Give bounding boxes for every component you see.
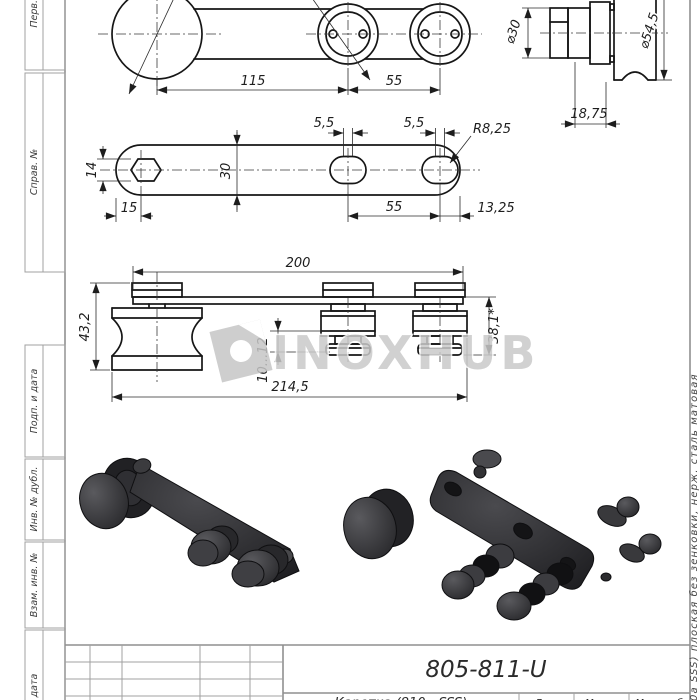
dim-dia545: ⌀54,5 (637, 11, 663, 51)
col-mass: Масса (585, 698, 617, 700)
dim-5-5-mid: 5,5 (314, 116, 335, 131)
watermark: INOXHUB (209, 319, 539, 383)
view-front: 200 43,2 10...12 38,1* 214,5 (78, 256, 502, 402)
section-leader-2 (312, 0, 371, 81)
margin-label-sprav: Справ. № (29, 149, 40, 195)
title-block: 805-811-U Каретка (810 - SSS) Лит. Масса… (65, 644, 690, 700)
dim-30: 30 (219, 163, 234, 180)
margin-label-podp2: Подп. и дата (29, 673, 40, 700)
dim-14: 14 (85, 162, 100, 179)
dim-1875: 18,75 (570, 107, 607, 122)
view-roller: ⌀30 ⌀54,5 18,75 (503, 0, 672, 128)
dim-432: 43,2 (78, 313, 93, 342)
col-lit: Лит. (533, 698, 557, 700)
view-plan: 5,5 5,5 R8,25 14 15 30 55 13,25 (85, 116, 515, 222)
dim-381: 38,1* (487, 308, 502, 344)
margin-graph-boxes: Перв. примен. Справ. № Подп. и дата Инв.… (24, 0, 66, 700)
dim-dia30: ⌀30 (503, 18, 525, 46)
render-exploded (343, 449, 662, 621)
doc-number: 805-811-U (425, 657, 546, 683)
dim-2145: 214,5 (271, 380, 308, 395)
col-scale: Масштаб (635, 697, 683, 700)
front-right-roller (412, 298, 468, 362)
section-leader-1 (128, 0, 174, 95)
view-top: 115 55 (98, 0, 482, 95)
margin-label-inv-dubl: Инв. № дубл. (29, 467, 40, 532)
margin-label-perv: Перв. примен. (29, 0, 40, 28)
dim-r825: R8,25 (473, 122, 511, 137)
dim-55-top: 55 (386, 74, 403, 89)
margin-label-podp1: Подп. и дата (29, 368, 40, 433)
dim-1325: 13,25 (477, 201, 514, 216)
margin-label-vzam: Взам. инв. № (29, 553, 40, 618)
dim-115: 115 (241, 74, 266, 89)
dim-55-plan: 55 (386, 200, 403, 215)
rail-plate (132, 296, 464, 305)
inoxhub-logo-icon (209, 319, 273, 383)
part-name-row: Каретка (810 - SSS) (335, 696, 468, 700)
dim-15: 15 (121, 201, 138, 216)
watermark-text: INOXHUB (272, 326, 539, 380)
wheel-groove (621, 71, 649, 81)
gost-frame: Перв. примен. Справ. № Подп. и дата Инв.… (24, 0, 700, 700)
dim-200: 200 (286, 256, 311, 271)
side-note: 0а SSS) плоская без зенковки, нерж. стал… (688, 373, 700, 700)
dim-5-5-right: 5,5 (404, 116, 425, 131)
render-assembled (79, 457, 300, 588)
